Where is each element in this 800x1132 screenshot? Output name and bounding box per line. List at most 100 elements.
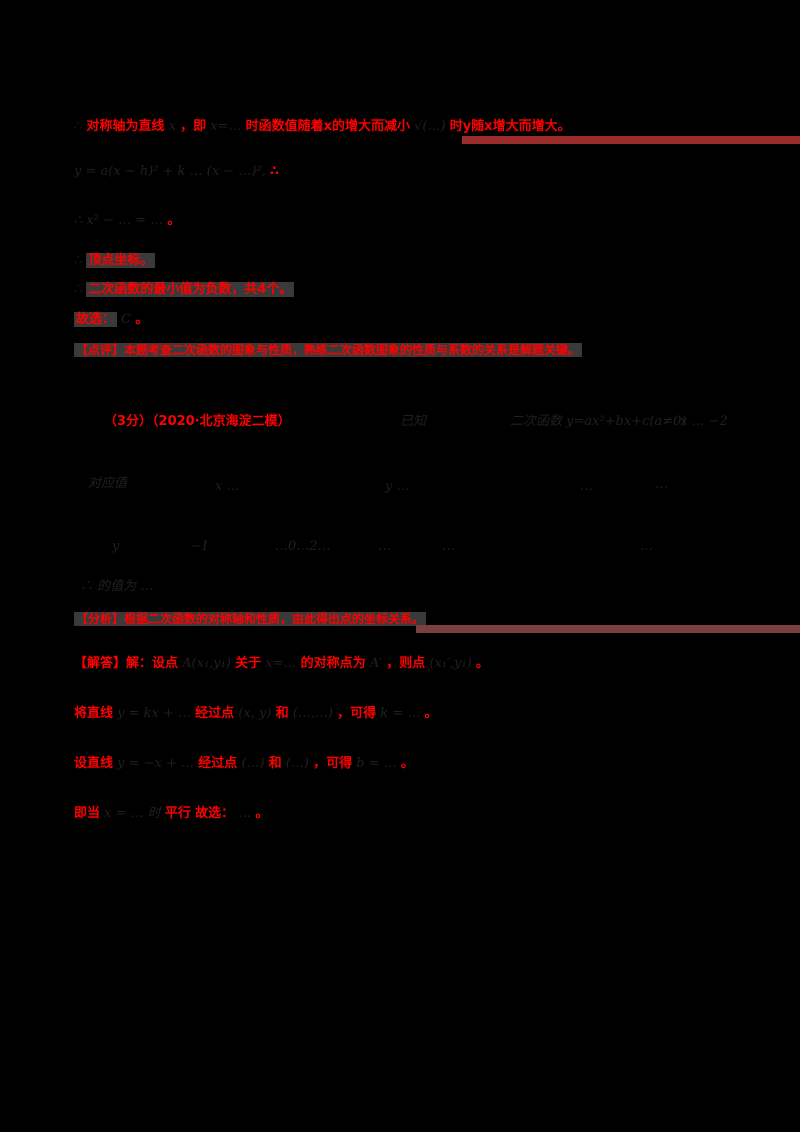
analysis-text: 【分析】根据二次函数的对称轴和性质，由此得出点的坐标关系。 <box>74 612 427 626</box>
red-text: 【解答】解：设点 <box>74 656 179 671</box>
math-expr: A(x₁,y₁) <box>182 656 231 671</box>
math-expr: y = kx + … <box>117 706 192 721</box>
table-cell-text: −1 <box>190 539 210 554</box>
therefore-symbol: ∴ <box>74 253 83 268</box>
red-text: 设直线 <box>74 756 114 771</box>
red-text: ，则点 <box>386 656 426 671</box>
text-line-4: ∴ 顶点坐标。 <box>74 252 156 270</box>
solution-line-4: 即当 x = … 时 平行 故选： … 。 <box>74 805 268 823</box>
question-header: （3分）（2020·北京海淀二模） <box>104 413 291 431</box>
table-row: 对应值 <box>88 475 127 493</box>
solution-line-1: 【解答】解：设点 A(x₁,y₁) 关于 x=… 的对称点为 A′ ，则点 (x… <box>74 655 489 673</box>
underline-rule <box>416 625 800 633</box>
table-cell-text: … <box>378 539 391 554</box>
text-line-3: ∴ x² − … = … 。 <box>74 212 180 230</box>
question-math-3: x … −2 <box>680 413 728 431</box>
math-expr: b = … <box>356 756 397 771</box>
red-text: 时函数值随着x的增大而减小 <box>245 119 410 134</box>
red-text: 二次函数的最小值为负数，共4个。 <box>86 282 295 297</box>
red-text: 和 <box>268 756 282 771</box>
math-expr: x <box>168 119 176 134</box>
red-text: 。 <box>424 706 438 721</box>
text-line-5: ∴ 二次函数的最小值为负数，共4个。 <box>74 281 295 299</box>
red-text: 故选： <box>195 806 235 821</box>
table-cell-text: … <box>655 477 668 492</box>
solution-line-2: 将直线 y = kx + … 经过点 (x, y) 和 (…,…) ，可得 k … <box>74 705 438 723</box>
red-text: 将直线 <box>74 706 114 721</box>
table-cell: … <box>655 476 668 494</box>
red-text: 即当 <box>74 806 101 821</box>
math-expr: 已知 <box>400 414 427 429</box>
solution-line-3: 设直线 y = −x + … 经过点 (…) 和 (…) ，可得 b = … 。 <box>74 755 414 773</box>
math-expr: k = … <box>380 706 421 721</box>
math-expr: x = … 时 <box>104 806 161 821</box>
table-cell-text: y … <box>385 479 410 494</box>
table-cell: … <box>640 538 653 556</box>
math-expr: (…,…) <box>292 706 333 721</box>
table-cell: y <box>112 538 119 556</box>
table-cell-text: y <box>112 539 120 554</box>
math-expr: … <box>238 806 256 821</box>
table-cell: … <box>378 538 391 556</box>
underline-rule <box>462 136 800 144</box>
red-text: 的对称点为 <box>300 656 366 671</box>
therefore-symbol: ∴ <box>74 282 83 297</box>
question-source: （3分）（2020·北京海淀二模） <box>104 414 291 429</box>
math-expr: A′ <box>369 656 383 671</box>
math-expr: (x, y) <box>238 706 272 721</box>
question-math-1: 已知 <box>400 413 426 431</box>
table-cell-text: … <box>442 539 455 554</box>
math-expr: x=… <box>265 656 297 671</box>
table-cell-text: …0…2… <box>275 539 331 554</box>
math-expr: (…) <box>241 756 265 771</box>
red-text: ，可得 <box>313 756 353 771</box>
text-line-2: y = a(x − h)² + k … (x − …)², ∴ <box>74 163 279 181</box>
table-cell-text: … <box>580 479 593 494</box>
table-cell: −1 <box>190 538 209 556</box>
math-expr: (…) <box>285 756 309 771</box>
comment-text: 【点评】本题考查二次函数的图象与性质，熟练二次函数图象的性质与系数的关系是解题关… <box>74 343 583 357</box>
red-text: 。 <box>400 756 414 771</box>
math-expr: (x₁′,y₁) <box>429 656 472 671</box>
red-text: 平行 <box>164 806 191 821</box>
math-expr: x=… <box>210 119 242 134</box>
answer-label: 故选： <box>74 312 118 327</box>
red-text: 时y随x增大而增大。 <box>449 119 571 134</box>
therefore-symbol: ∴ <box>74 119 83 134</box>
comment-line: 【点评】本题考查二次函数的图象与性质，熟练二次函数图象的性质与系数的关系是解题关… <box>74 341 583 359</box>
table-cell: … <box>580 478 593 496</box>
text-line-11: ∴ 的值为 … <box>80 578 153 596</box>
text-line-1: ∴ 对称轴为直线 x ，即 x=… 时函数值随着x的增大而减小 √(…) 时y随… <box>74 118 571 136</box>
table-cell-text: x … <box>215 479 240 494</box>
table-cell: …0…2… <box>275 538 331 556</box>
text-line-6: 故选： C 。 <box>74 311 148 329</box>
table-cell: y … <box>385 478 409 496</box>
math-expr: ∴ x² − … = … <box>74 213 164 228</box>
red-text: 经过点 <box>195 706 235 721</box>
question-math-2: 二次函数 y=ax²+bx+c(a≠0) <box>510 413 686 431</box>
math-expr: y = −x + … <box>117 756 195 771</box>
red-text: 。 <box>135 312 149 327</box>
red-text: 。 <box>255 806 269 821</box>
red-text: ，可得 <box>337 706 377 721</box>
math-expr: y = a(x − h)² + k … (x − …)², <box>74 164 270 179</box>
red-text: 对称轴为直线 <box>86 119 165 134</box>
table-cell: x … <box>215 478 239 496</box>
table-cell: 对应值 <box>88 476 128 491</box>
math-expr: √(…) <box>414 119 446 134</box>
math-expr: 二次函数 y=ax²+bx+c(a≠0) <box>510 414 687 429</box>
math-expr: x … −2 <box>680 414 728 429</box>
red-text: 顶点坐标。 <box>86 253 156 268</box>
red-text: 和 <box>275 706 289 721</box>
red-text: 。 <box>475 656 489 671</box>
red-text: 。 <box>167 213 181 228</box>
red-text: 关于 <box>235 656 262 671</box>
red-text: 经过点 <box>198 756 238 771</box>
table-cell-text: … <box>640 539 653 554</box>
answer-choice: C <box>121 312 132 327</box>
analysis-line: 【分析】根据二次函数的对称轴和性质，由此得出点的坐标关系。 <box>74 610 427 628</box>
table-cell: … <box>442 538 455 556</box>
red-text: ，即 <box>180 119 207 134</box>
red-text: ∴ <box>269 164 279 179</box>
math-expr: ∴ 的值为 … <box>80 579 154 594</box>
